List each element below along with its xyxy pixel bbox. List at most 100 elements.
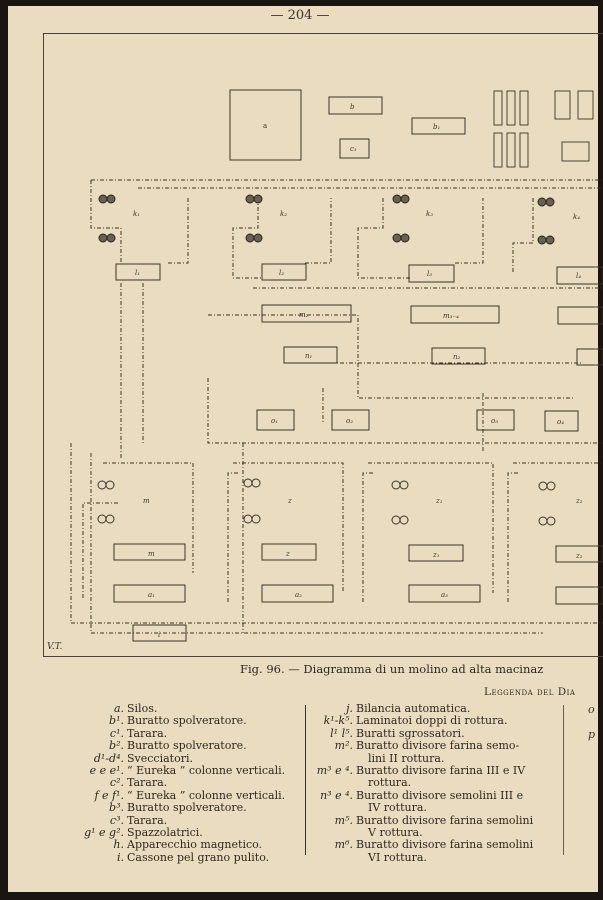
legend-item: b².Buratto spolveratore. (44, 739, 285, 753)
machine-box (411, 117, 466, 135)
svg-text:z: z (287, 497, 292, 505)
flow-lines (70, 179, 603, 634)
svg-text:o₃: o₃ (491, 417, 498, 425)
column-divider (305, 705, 306, 855)
svg-text:z₂: z₂ (575, 552, 583, 560)
svg-text:l₃: l₃ (427, 270, 432, 278)
legend-key: m². (334, 739, 353, 753)
legend-item-continuation: V rottura. (299, 826, 533, 840)
column-divider (563, 705, 564, 855)
legend-key: m⁶. (334, 838, 353, 852)
legend-text: V rottura. (368, 826, 423, 840)
legend-text: Buratto spolveratore. (127, 739, 247, 753)
legend-key: k¹-k⁵. (323, 714, 353, 728)
svg-text:b: b (350, 103, 355, 111)
legend-text: Bilancia automatica. (356, 702, 471, 715)
legend-text: Tarara. (127, 726, 168, 740)
svg-text:a₁: a₁ (148, 591, 155, 599)
roller-pairs-open (97, 478, 556, 526)
legend-text: Buratto spolveratore. (127, 714, 247, 728)
book-page (8, 6, 598, 892)
svg-text:l₂: l₂ (279, 269, 284, 277)
machine-boxes (113, 263, 603, 642)
svg-text:z₂: z₂ (575, 497, 583, 505)
legend-text: “ Eureka ” colonne verticali. (127, 764, 286, 778)
legend-text: Buratti sgrossatori. (356, 726, 465, 740)
legend-key: e e e¹. (89, 764, 124, 778)
svg-text:k₂: k₂ (280, 210, 287, 218)
legend-key: i. (116, 850, 124, 864)
legend-column-2: j.Bilancia automatica.k¹-k⁵.Laminatoi do… (299, 702, 534, 864)
legend-item: b³.Buratto spolveratore. (44, 801, 285, 815)
legend-item: e e e¹.“ Eureka ” colonne verticali. (44, 764, 286, 778)
svg-text:c₁: c₁ (350, 145, 357, 153)
svg-text:o₁: o₁ (271, 417, 278, 425)
legend-text: IV rottura. (368, 801, 427, 815)
svg-text:a₃: a₃ (441, 591, 448, 599)
legend-item: h.Apparecchio magnetico. (44, 838, 285, 852)
legend-item: k¹-k⁵.Laminatoi doppi di rottura. (299, 714, 533, 728)
svg-text:z₁: z₁ (432, 551, 440, 559)
legend-text: “ Eureka ” colonne verticali. (127, 788, 286, 802)
legend-item: c¹.Tarara. (44, 726, 285, 740)
legend-key: g¹ e g². (84, 826, 124, 840)
legend-text: VI rottura. (368, 850, 427, 864)
legend-item: m³ e ⁴.Buratto divisore farina III e IV (299, 764, 533, 778)
legend-text: Tarara. (127, 776, 168, 790)
legend-item: n³ e ⁴.Buratto divisore semolini III e (299, 788, 533, 802)
legend-key: b². (109, 739, 124, 753)
legend-text: Buratto divisore farina semolini (356, 838, 534, 852)
svg-text:m₃₋₄: m₃₋₄ (443, 312, 459, 320)
legend-item: b¹.Buratto spolveratore. (44, 714, 285, 728)
legend-item: j.Bilancia automatica. (299, 702, 533, 715)
legend-fragment: o (588, 703, 595, 716)
legend-column-1: a.Silos.b¹.Buratto spolveratore.c¹.Tarar… (44, 702, 286, 864)
legend-key: m³ e ⁴. (316, 764, 353, 778)
diagram-label: a (263, 122, 267, 130)
legend-text: Cassone pel grano pulito. (127, 850, 270, 864)
legend-key: m⁵. (334, 813, 353, 827)
svg-text:a₂: a₂ (295, 591, 302, 599)
svg-text:l₄: l₄ (576, 272, 581, 280)
svg-text:k₄: k₄ (573, 213, 580, 221)
legend-text: Buratto spolveratore. (127, 801, 247, 815)
legend-item: c³.Tarara. (44, 813, 285, 827)
legend-text: Spazzolatrici. (127, 826, 203, 840)
legend-item: l¹ l⁵.Buratti sgrossatori. (299, 726, 533, 740)
legend-text: Buratto divisore farina III e IV (356, 764, 526, 778)
legend-item: m⁵.Buratto divisore farina semolini (299, 813, 534, 827)
legend-key: c¹. (109, 726, 124, 740)
svg-text:m: m (148, 550, 155, 558)
legend-text: rottura. (368, 776, 412, 790)
legend-item-continuation: rottura. (299, 776, 533, 790)
legend-text: Buratto divisore semolini III e (356, 788, 524, 802)
silo-box: a (229, 89, 302, 161)
svg-text:o₂: o₂ (346, 417, 353, 425)
legend-item-continuation: IV rottura. (299, 801, 533, 815)
legend-item-continuation: lini II rottura. (299, 752, 533, 765)
legend-text: Laminatoi doppi di rottura. (356, 714, 508, 728)
legend-title: Leggenda del Dia (484, 686, 576, 698)
legend-text: Apparecchio magnetico. (127, 838, 263, 852)
svg-text:m: m (143, 497, 150, 505)
svg-text:l₁: l₁ (135, 269, 140, 277)
svg-text:n₁: n₁ (305, 352, 313, 360)
legend-key: a. (113, 702, 124, 715)
legend-item: i.Cassone pel grano pulito. (44, 850, 285, 864)
legend-text: Tarara. (127, 813, 168, 827)
legend-item: a.Silos. (44, 702, 285, 715)
svg-text:o₄: o₄ (557, 418, 564, 426)
legend-item: m⁶.Buratto divisore farina semolini (299, 838, 534, 852)
legend-item: d¹-d⁴.Svecciatori. (44, 752, 285, 765)
svg-text:z₁: z₁ (435, 497, 443, 505)
figure-caption: Fig. 96. — Diagramma di un molino ad alt… (240, 662, 544, 676)
legend-item-continuation: VI rottura. (299, 850, 533, 864)
svg-text:n₂: n₂ (453, 353, 461, 361)
legend-item: g¹ e g².Spazzolatrici. (44, 826, 285, 840)
legend-fragment: p (588, 728, 596, 741)
diagram-frame (43, 33, 603, 657)
svg-text:k₁: k₁ (133, 210, 140, 218)
machine-box (328, 96, 383, 115)
legend-key: c³. (109, 813, 124, 827)
